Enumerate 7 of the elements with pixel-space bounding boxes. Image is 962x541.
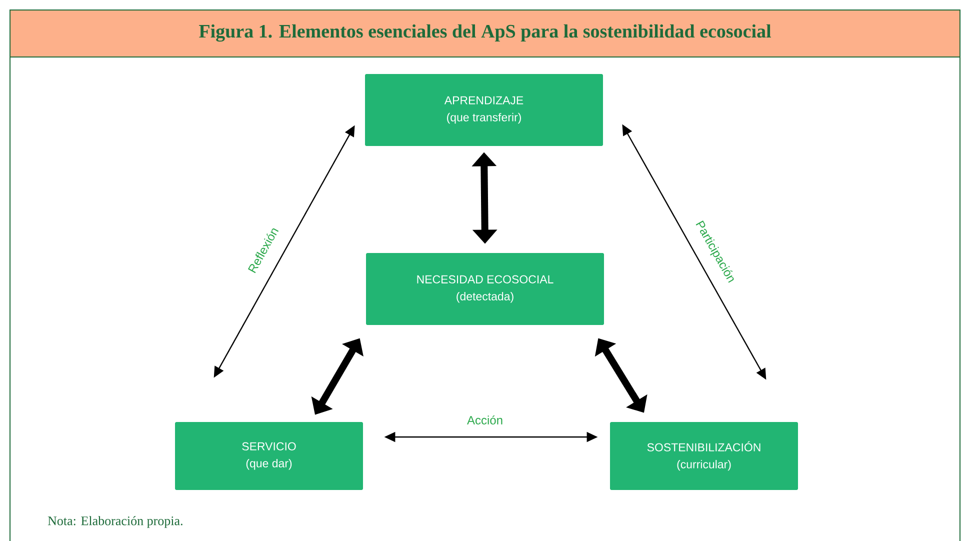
title-banner: Figura 1. Elementos esenciales del ApS para la sostenibilidad ecosocial bbox=[10, 10, 960, 58]
process-box: SOSTENIBILIZACIÓN (curricular) bbox=[610, 422, 798, 490]
caption: Nota: Elaboración propia. bbox=[48, 516, 182, 528]
edge-label: Acción bbox=[466, 414, 504, 426]
process-box: SERVICIO (que dar) bbox=[175, 422, 363, 490]
process-box: NECESIDAD ECOSOCIAL (detectada) bbox=[366, 253, 604, 325]
process-box: APRENDIZAJE (que transferir) bbox=[365, 74, 603, 146]
